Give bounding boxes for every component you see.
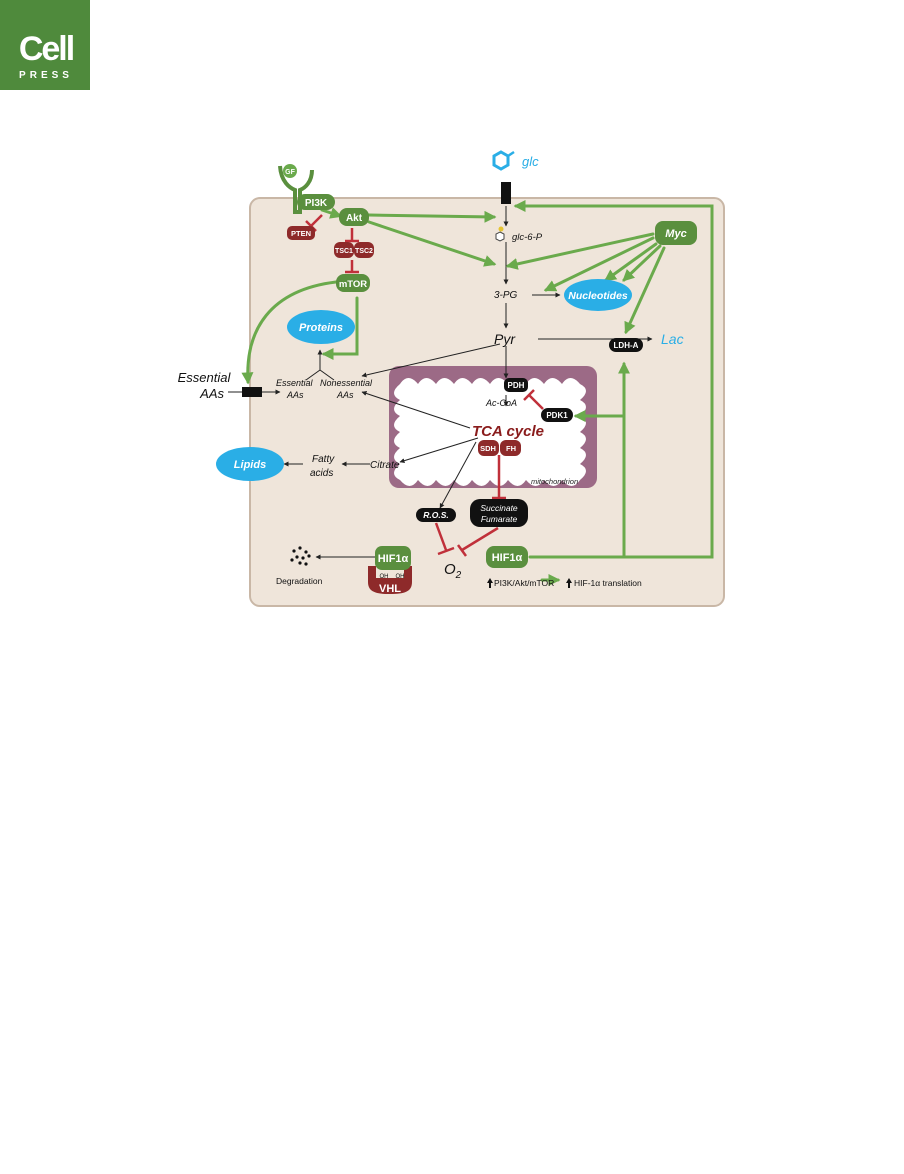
aa-transporter bbox=[242, 387, 262, 397]
mtor-label: mTOR bbox=[339, 279, 367, 290]
ros-node: R.O.S. bbox=[416, 508, 456, 522]
degradation-dots bbox=[290, 546, 311, 566]
tca-cycle-label: TCA cycle bbox=[472, 423, 544, 440]
nucleotides-label: Nucleotides bbox=[568, 290, 628, 302]
proteins-node: Proteins bbox=[287, 310, 355, 344]
nonessential-line2: AAs bbox=[336, 390, 354, 400]
ldha-label: LDH-A bbox=[614, 341, 639, 350]
tsc-complex: TSC1 TSC2 bbox=[334, 242, 374, 258]
nonessential-line1: Nonessential bbox=[320, 378, 373, 388]
tsc2-label: TSC2 bbox=[355, 248, 373, 255]
essential-aas-line1: Essential bbox=[178, 370, 232, 385]
up-arrow-icon bbox=[487, 578, 493, 588]
lac-label: Lac bbox=[661, 331, 684, 347]
gf-label: GF bbox=[285, 169, 295, 176]
o2-label: O2 bbox=[444, 561, 462, 581]
cell-press-logo: Cell PRESS bbox=[0, 0, 90, 90]
lipids-label: Lipids bbox=[234, 459, 266, 471]
glc6p-label: glc-6-P bbox=[512, 232, 543, 243]
hif-right-label: HIF1α bbox=[492, 552, 523, 564]
logo-word: Cell bbox=[18, 30, 75, 68]
mtor-node: mTOR bbox=[336, 274, 370, 292]
o2-subscript: 2 bbox=[455, 570, 462, 581]
gf-receptor: GF bbox=[278, 164, 314, 214]
hif1a-left-node: HIF1α bbox=[375, 546, 411, 570]
pten-label: PTEN bbox=[291, 229, 311, 238]
essential-aas-label: Essential AAs bbox=[178, 370, 234, 401]
sdh-label: SDH bbox=[480, 444, 496, 453]
glc-label: glc bbox=[522, 154, 539, 169]
footnote-translation: HIF-1α translation bbox=[574, 578, 642, 588]
footnote-pathway: PI3K/Akt/mTOR bbox=[494, 578, 554, 588]
fatty-acids-label: Fatty acids bbox=[310, 454, 337, 479]
succinate-label: Succinate bbox=[480, 503, 518, 513]
pi3k-node: PI3K bbox=[297, 194, 335, 210]
pdk1-node: PDK1 bbox=[541, 408, 573, 422]
mitochondrion-label: mitochondrion bbox=[531, 477, 578, 486]
logo-sub: PRESS bbox=[19, 70, 73, 81]
nucleotides-node: Nucleotides bbox=[564, 279, 632, 311]
o2-main: O bbox=[444, 561, 456, 578]
pyr-label: Pyr bbox=[494, 331, 516, 347]
footnote: PI3K/Akt/mTOR HIF-1α translation bbox=[487, 578, 642, 588]
glucose-icon bbox=[492, 150, 515, 171]
fatty-acids-line2: acids bbox=[310, 468, 333, 479]
pdk1-label: PDK1 bbox=[546, 411, 568, 420]
fumarate-label: Fumarate bbox=[481, 514, 518, 524]
essential-aas-line2: AAs bbox=[199, 386, 224, 401]
accoa-label: Ac-CoA bbox=[485, 398, 517, 408]
nonessential-label: Nonessential AAs bbox=[320, 378, 375, 400]
myc-node: Myc bbox=[655, 221, 697, 245]
lipids-node: Lipids bbox=[216, 447, 284, 481]
hif-left-label: HIF1α bbox=[378, 553, 409, 565]
pdh-label: PDH bbox=[508, 381, 525, 390]
inhibition-lines bbox=[305, 214, 544, 557]
oh-label-1: OH bbox=[380, 574, 389, 580]
up-arrow-icon bbox=[566, 578, 572, 588]
vhl-label: VHL bbox=[379, 583, 401, 595]
oh-label-2: OH bbox=[396, 574, 405, 580]
hif1a-right-node: HIF1α bbox=[486, 546, 528, 568]
3pg-label: 3-PG bbox=[494, 290, 518, 301]
degradation-label: Degradation bbox=[276, 576, 323, 586]
succinate-fumarate-node: Succinate Fumarate bbox=[470, 499, 528, 527]
essential-small-label: Essential AAs bbox=[276, 378, 315, 400]
tsc1-label: TSC1 bbox=[335, 248, 353, 255]
akt-label: Akt bbox=[346, 213, 363, 224]
essential-small-line2: AAs bbox=[286, 390, 304, 400]
fh-label: FH bbox=[506, 444, 516, 453]
pi3k-label: PI3K bbox=[305, 198, 328, 209]
ldha-node: LDH-A bbox=[609, 338, 643, 352]
essential-small-line1: Essential bbox=[276, 378, 314, 388]
myc-label: Myc bbox=[665, 228, 686, 240]
citrate-label: Citrate bbox=[370, 460, 400, 471]
glucose-transporter bbox=[501, 182, 511, 204]
fatty-acids-line1: Fatty bbox=[312, 454, 335, 465]
sdh-fh-complex: SDH FH bbox=[478, 440, 521, 456]
proteins-label: Proteins bbox=[299, 322, 343, 334]
vhl-complex: VHL bbox=[368, 566, 412, 595]
pdh-node: PDH bbox=[504, 378, 528, 392]
activation-arrows bbox=[241, 200, 714, 586]
glc-6-p-icon bbox=[495, 226, 505, 242]
pten-node: PTEN bbox=[287, 226, 315, 240]
akt-node: Akt bbox=[339, 208, 369, 226]
ros-label: R.O.S. bbox=[423, 510, 449, 520]
